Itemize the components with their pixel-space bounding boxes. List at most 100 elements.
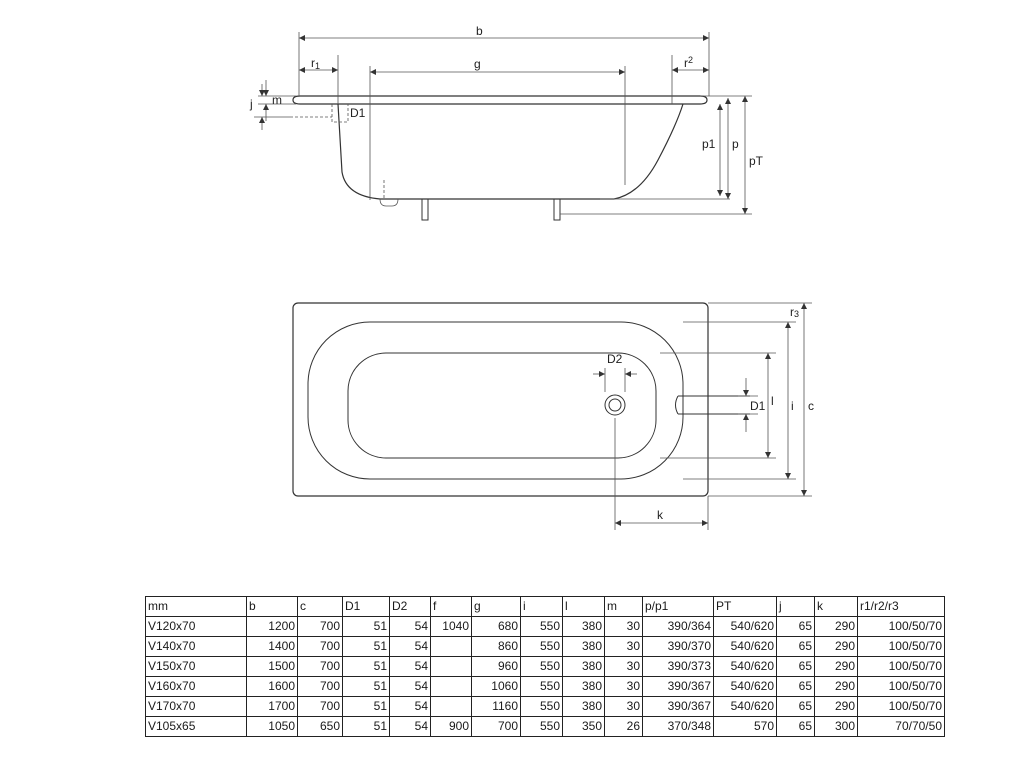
table-cell bbox=[430, 636, 472, 657]
table-header-cell: g bbox=[471, 596, 521, 617]
table-cell: 290 bbox=[814, 676, 858, 697]
table-cell: 390/370 bbox=[642, 636, 714, 657]
tub-rim bbox=[292, 95, 708, 105]
table-cell: 1160 bbox=[471, 696, 521, 717]
table-cell: 100/50/70 bbox=[857, 616, 945, 637]
table-cell: 380 bbox=[562, 636, 605, 657]
dim-label-r2: r2 bbox=[684, 55, 693, 70]
tub-basin bbox=[347, 352, 657, 459]
dim-label-m: m bbox=[272, 93, 282, 107]
dim-label-k: k bbox=[657, 508, 664, 522]
overflow-pipe bbox=[675, 395, 750, 415]
table-cell: 100/50/70 bbox=[857, 656, 945, 677]
table-cell: 51 bbox=[342, 716, 390, 737]
table-cell: 65 bbox=[776, 636, 815, 657]
model-cell: V140x70 bbox=[145, 636, 247, 657]
dim-label-r1: r1 bbox=[311, 56, 320, 71]
table-cell: 380 bbox=[562, 656, 605, 677]
table-cell: 290 bbox=[814, 616, 858, 637]
table-cell: 860 bbox=[471, 636, 521, 657]
table-header-cell: j bbox=[776, 596, 815, 617]
top-view: D2 D1 l i c r3 k bbox=[292, 302, 814, 530]
table-cell: 540/620 bbox=[713, 696, 777, 717]
table-header-cell: m bbox=[604, 596, 643, 617]
table-cell: 550 bbox=[520, 676, 563, 697]
table-cell: 540/620 bbox=[713, 636, 777, 657]
model-cell: V170x70 bbox=[145, 696, 247, 717]
table-cell: 54 bbox=[389, 716, 431, 737]
dim-label-pt: pT bbox=[749, 154, 764, 168]
table-cell: 1200 bbox=[246, 616, 298, 637]
table-cell: 290 bbox=[814, 636, 858, 657]
table-cell: 30 bbox=[604, 616, 643, 637]
dim-label-b: b bbox=[476, 24, 483, 38]
table-cell: 70/70/50 bbox=[857, 716, 945, 737]
dim-label-p: p bbox=[732, 137, 739, 151]
table-cell: 1600 bbox=[246, 676, 298, 697]
dim-label-r3: r3 bbox=[790, 305, 799, 319]
table-cell: 290 bbox=[814, 696, 858, 717]
drain-outlet bbox=[379, 198, 399, 207]
table-cell: 900 bbox=[430, 716, 472, 737]
table-header-cell: l bbox=[562, 596, 605, 617]
table-cell: 390/373 bbox=[642, 656, 714, 677]
table-cell: 51 bbox=[342, 656, 390, 677]
table-cell bbox=[430, 656, 472, 677]
table-cell: 700 bbox=[297, 616, 343, 637]
table-cell: 51 bbox=[342, 696, 390, 717]
model-cell: V120x70 bbox=[145, 616, 247, 637]
table-cell: 26 bbox=[604, 716, 643, 737]
tub-outline-top bbox=[292, 302, 709, 497]
bathtub-technical-drawing: b r1 r2 g m j D1 p1 p pT bbox=[249, 24, 814, 530]
dim-label-c: c bbox=[808, 399, 814, 413]
table-cell: 100/50/70 bbox=[857, 696, 945, 717]
table-cell bbox=[430, 696, 472, 717]
table-header-cell: k bbox=[814, 596, 858, 617]
table-cell: 370/348 bbox=[642, 716, 714, 737]
table-cell: 550 bbox=[520, 696, 563, 717]
table-cell: 960 bbox=[471, 656, 521, 677]
table-cell: 380 bbox=[562, 676, 605, 697]
table-header-cell: D1 bbox=[342, 596, 390, 617]
table-cell: 540/620 bbox=[713, 616, 777, 637]
model-cell: V150x70 bbox=[145, 656, 247, 677]
dim-label-l: l bbox=[771, 394, 774, 408]
dim-label-d1-top: D1 bbox=[750, 399, 766, 413]
table-cell: 350 bbox=[562, 716, 605, 737]
table-cell: 700 bbox=[297, 636, 343, 657]
table-cell: 300 bbox=[814, 716, 858, 737]
table-header-cell: D2 bbox=[389, 596, 431, 617]
table-cell: 700 bbox=[297, 656, 343, 677]
table-header-cell: b bbox=[246, 596, 298, 617]
table-header-cell: mm bbox=[145, 596, 247, 617]
dim-label-d1-side: D1 bbox=[350, 106, 366, 120]
table-cell: 1050 bbox=[246, 716, 298, 737]
dim-label-p1: p1 bbox=[702, 137, 716, 151]
table-cell: 1500 bbox=[246, 656, 298, 677]
table-cell bbox=[430, 676, 472, 697]
table-cell: 290 bbox=[814, 656, 858, 677]
model-cell: V105x65 bbox=[145, 716, 247, 737]
table-header-cell: PT bbox=[713, 596, 777, 617]
dim-label-d2: D2 bbox=[607, 352, 623, 366]
table-cell: 650 bbox=[297, 716, 343, 737]
table-cell: 100/50/70 bbox=[857, 676, 945, 697]
model-cell: V160x70 bbox=[145, 676, 247, 697]
table-cell: 570 bbox=[713, 716, 777, 737]
table-cell: 540/620 bbox=[713, 676, 777, 697]
table-cell: 54 bbox=[389, 616, 431, 637]
overflow-dashed bbox=[331, 104, 349, 123]
table-cell: 65 bbox=[776, 616, 815, 637]
table-cell: 700 bbox=[471, 716, 521, 737]
table-header-cell: r1/r2/r3 bbox=[857, 596, 945, 617]
table-cell: 550 bbox=[520, 616, 563, 637]
side-view: b r1 r2 g m j D1 p1 p pT bbox=[249, 24, 764, 221]
table-cell: 390/364 bbox=[642, 616, 714, 637]
